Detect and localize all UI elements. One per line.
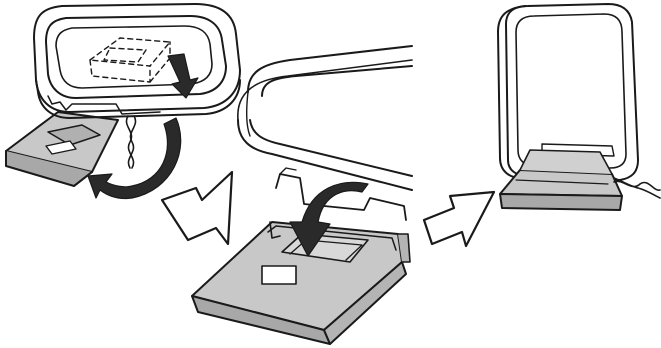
right-arrow-icon xyxy=(424,192,494,246)
right-arrow-icon xyxy=(162,172,232,244)
step-1-illustration xyxy=(6,4,240,199)
step-1-antenna-cord xyxy=(126,116,135,168)
step-1-loop-frame xyxy=(34,4,240,118)
step-3-illustration xyxy=(498,4,660,210)
